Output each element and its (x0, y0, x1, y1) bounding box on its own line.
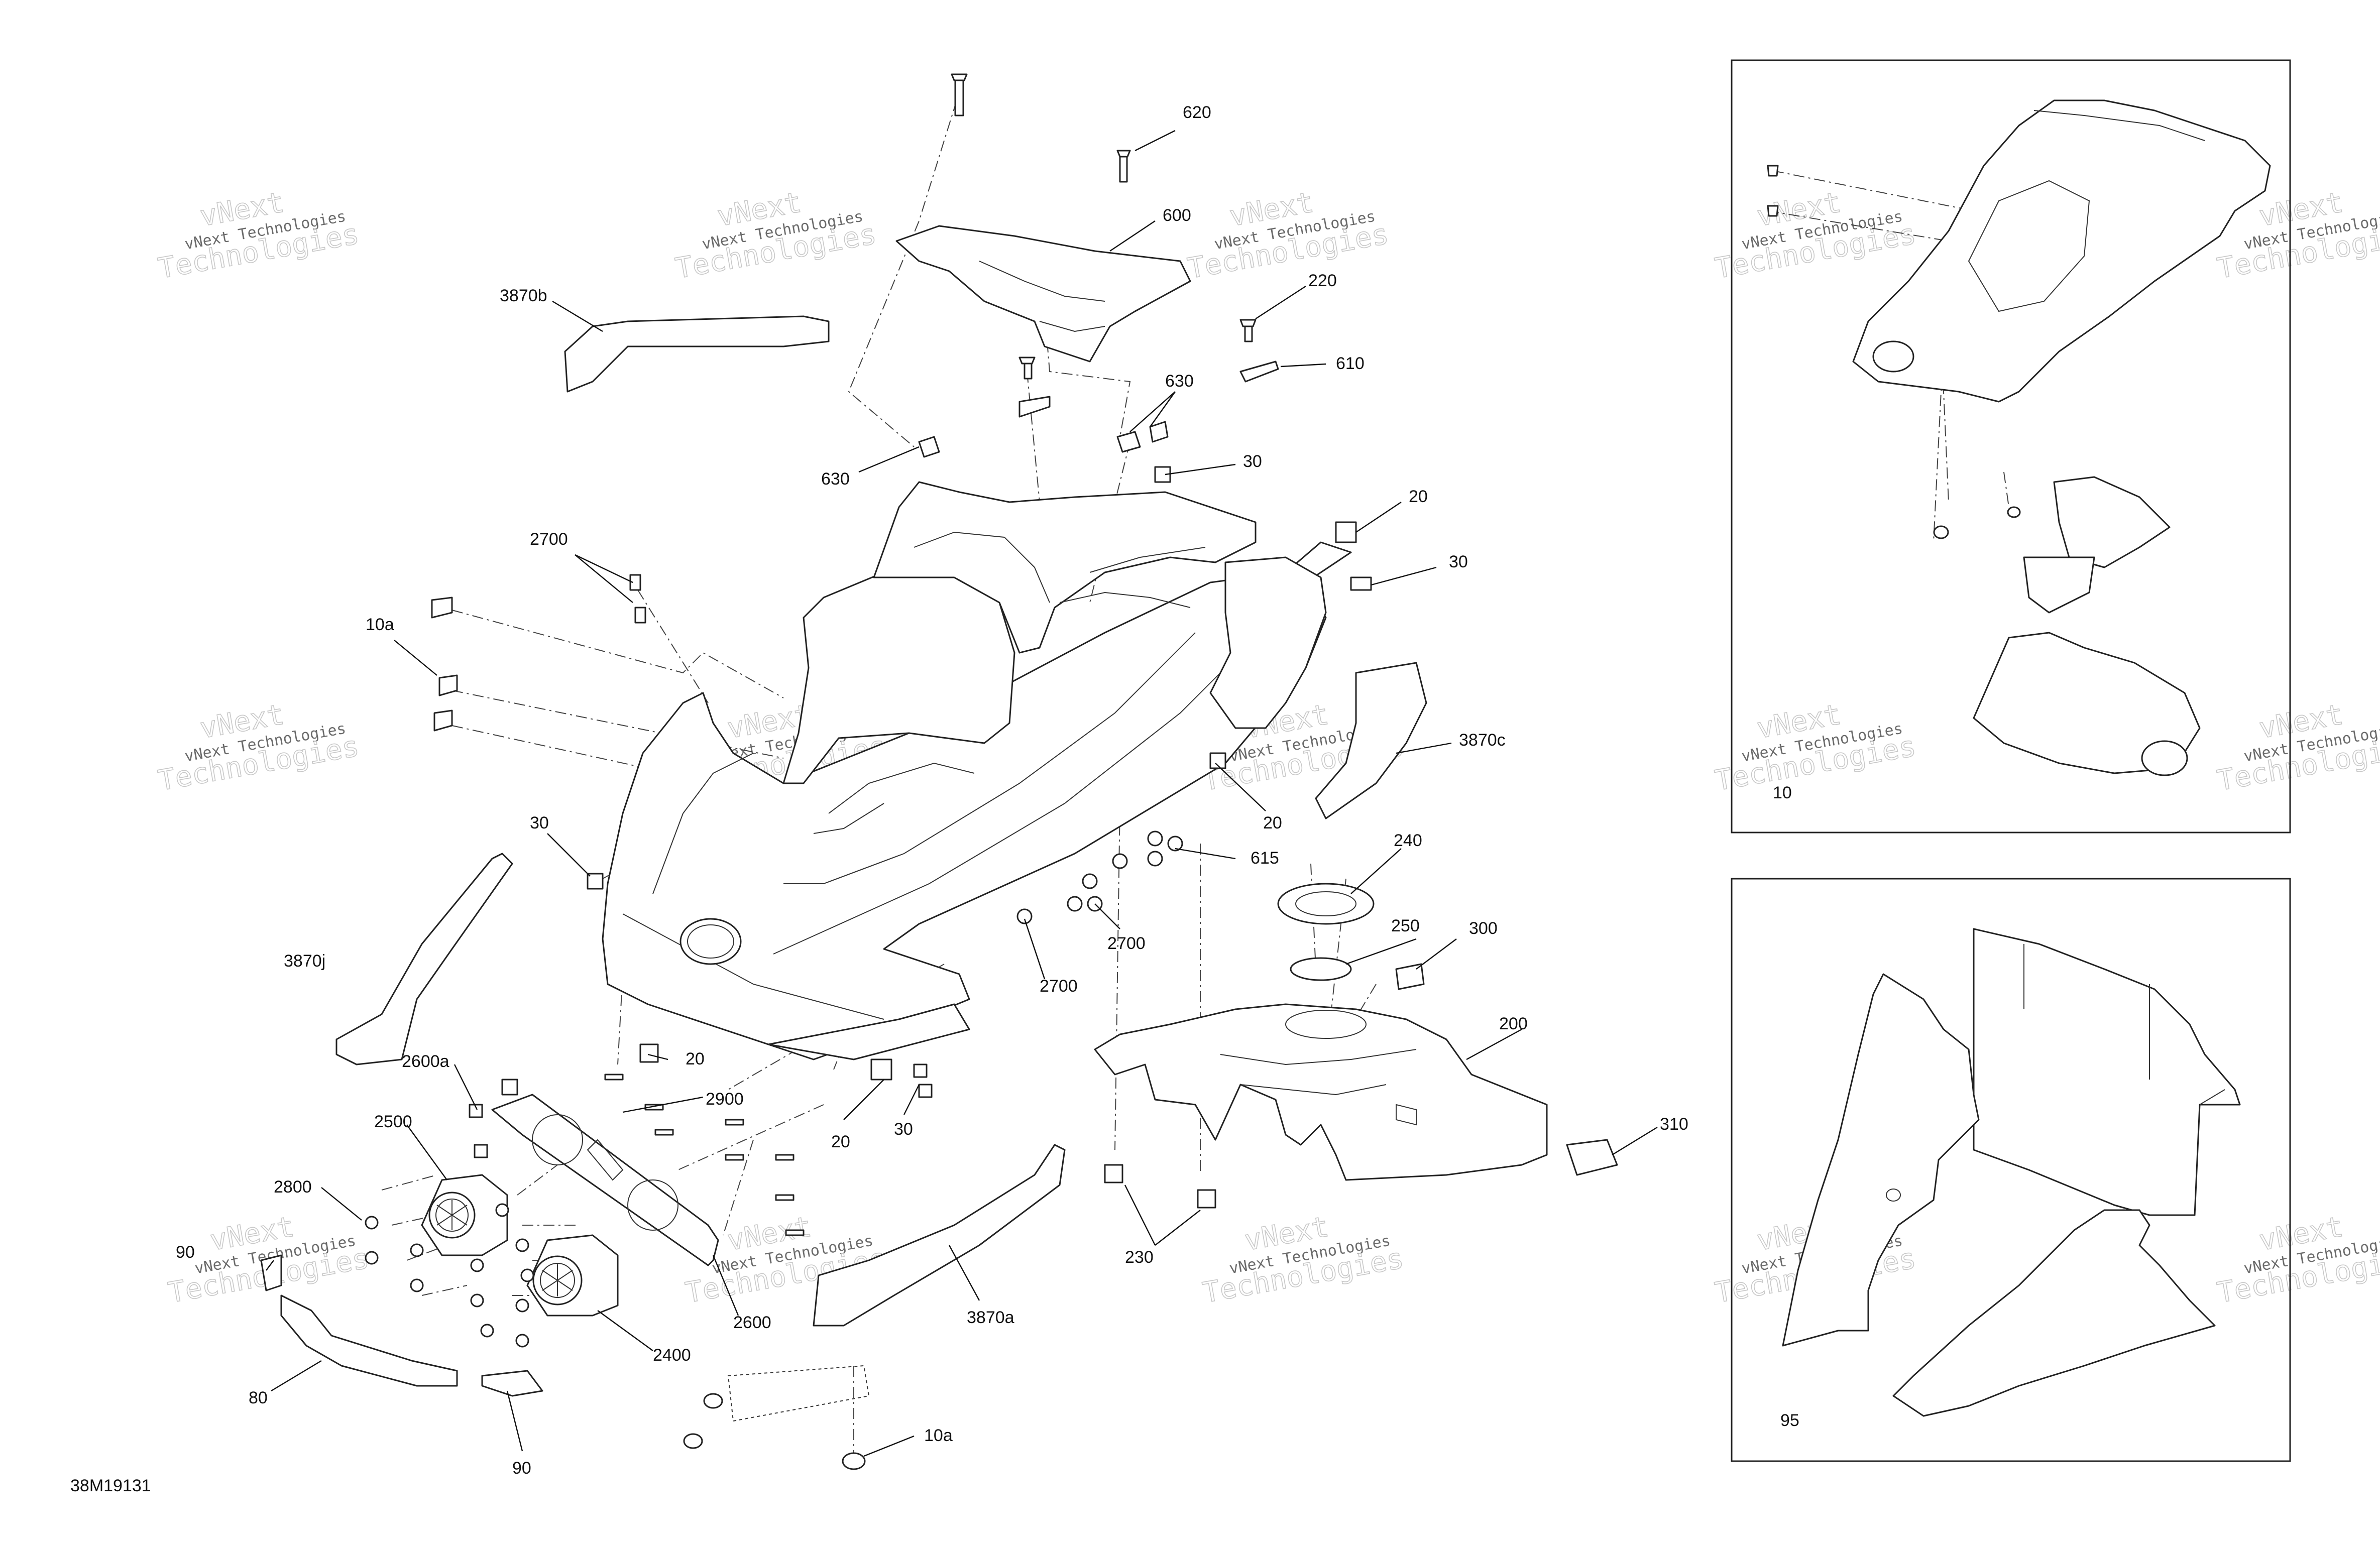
callout-label: 240 (1394, 831, 1422, 850)
callout-label: 2600 (733, 1313, 771, 1332)
watermark: vNext vNext Technologies Technologies (1712, 698, 1918, 798)
callout-label: 220 (1308, 271, 1337, 290)
callout-label: 20 (686, 1049, 705, 1069)
callout-label: 80 (249, 1388, 268, 1407)
callout-label: 630 (1165, 372, 1194, 391)
fog-light-2400 (526, 1234, 619, 1317)
storage-bin-200 (1094, 1003, 1548, 1181)
callout-label: 615 (1251, 849, 1279, 868)
callout-label: 2700 (1040, 977, 1078, 996)
callout-label: 90 (512, 1459, 531, 1478)
watermark: vNext vNext Technologies Technologies (1185, 186, 1391, 286)
clips-230 (1104, 1164, 1216, 1209)
callout-label: 30 (894, 1120, 913, 1139)
callout-label: 90 (176, 1243, 195, 1262)
callout-label: 2600a (402, 1052, 449, 1071)
lower-trim (767, 1003, 970, 1060)
callout-labels: 620 600 3870b 220 610 630 630 30 20 2700… (176, 103, 1688, 1478)
watermark: vNext vNext Technologies Technologies (2214, 698, 2380, 798)
hood-assembly (602, 481, 1352, 1060)
top-cover-600 (895, 225, 1191, 363)
callout-label: 30 (1243, 452, 1262, 471)
callout-label: 3870a (967, 1308, 1014, 1327)
callout-label: 2700 (530, 530, 568, 549)
callout-label: 610 (1336, 354, 1365, 373)
callout-label: 230 (1125, 1248, 1154, 1267)
callout-label: 30 (1449, 552, 1468, 571)
callout-label: 2900 (706, 1090, 744, 1109)
callout-label: 200 (1499, 1014, 1528, 1033)
callout-label: 620 (1183, 103, 1211, 122)
callout-label: 20 (831, 1132, 850, 1151)
headlight-opening (679, 918, 742, 965)
callout-label: 20 (1409, 487, 1428, 506)
inset-95-frame (1731, 878, 2291, 1462)
callout-label: 3870b (500, 286, 547, 305)
rings-240-250 (1277, 883, 1375, 981)
clips (918, 361, 1357, 543)
callout-label: 10 (1773, 783, 1792, 802)
callout-label: 20 (1263, 813, 1282, 833)
watermark: vNext vNext Technologies Technologies (1200, 1210, 1406, 1310)
trim-3870a (813, 1144, 1066, 1327)
trim-80 (280, 1294, 458, 1387)
inset-10-frame (1731, 59, 2291, 834)
diagram-code: 38M19131 (70, 1476, 151, 1495)
trim-90 (481, 1370, 543, 1397)
callout-label: 10a (924, 1426, 953, 1445)
fog-light-2500 (421, 1174, 508, 1256)
trim-3870j (335, 853, 513, 1065)
callout-label: 3870j (284, 952, 325, 971)
callout-label: 300 (1469, 919, 1498, 938)
watermark: vNext vNext Technologies Technologies (672, 186, 879, 286)
watermark: vNext vNext Technologies Technologies (155, 186, 362, 286)
washers-10a (683, 1365, 870, 1470)
watermark: vNext vNext Technologies Technologies (155, 698, 362, 798)
inset-10: 10 (1731, 59, 2291, 834)
bolts-10a (431, 466, 1372, 890)
callout-label: 600 (1163, 206, 1191, 225)
callout-label: 3870c (1459, 731, 1506, 750)
upper-console (873, 481, 1257, 654)
callout-label: 10a (366, 615, 394, 634)
callout-label: 95 (1780, 1411, 1799, 1430)
trim-3870b (564, 315, 830, 393)
fasteners-top (951, 73, 1257, 380)
right-fender (1209, 556, 1327, 729)
trim-3870c (1315, 662, 1427, 819)
callout-label: 2500 (374, 1112, 412, 1131)
leader-lines (266, 130, 1658, 1457)
fasteners-615 (1016, 830, 1183, 924)
callout-label: 310 (1660, 1115, 1688, 1134)
callout-label: 2400 (653, 1346, 691, 1365)
watermark: vNext vNext Technologies Technologies (1712, 186, 1918, 286)
callout-label: 2700 (1107, 934, 1146, 953)
bracket-90 (260, 1254, 282, 1291)
gasket-310 (1566, 1139, 1618, 1176)
inset-95: 95 (1731, 878, 2291, 1462)
watermark: vNext vNext Technologies Technologies (2214, 1210, 2380, 1310)
fasteners-lights (365, 1043, 933, 1348)
callout-label: 2800 (274, 1177, 312, 1197)
light-bracket-2900 (491, 1094, 719, 1266)
callout-label: 250 (1391, 916, 1420, 935)
callout-label: 30 (530, 813, 549, 833)
callout-label: 630 (821, 469, 850, 489)
gasket-300 (1395, 963, 1425, 990)
